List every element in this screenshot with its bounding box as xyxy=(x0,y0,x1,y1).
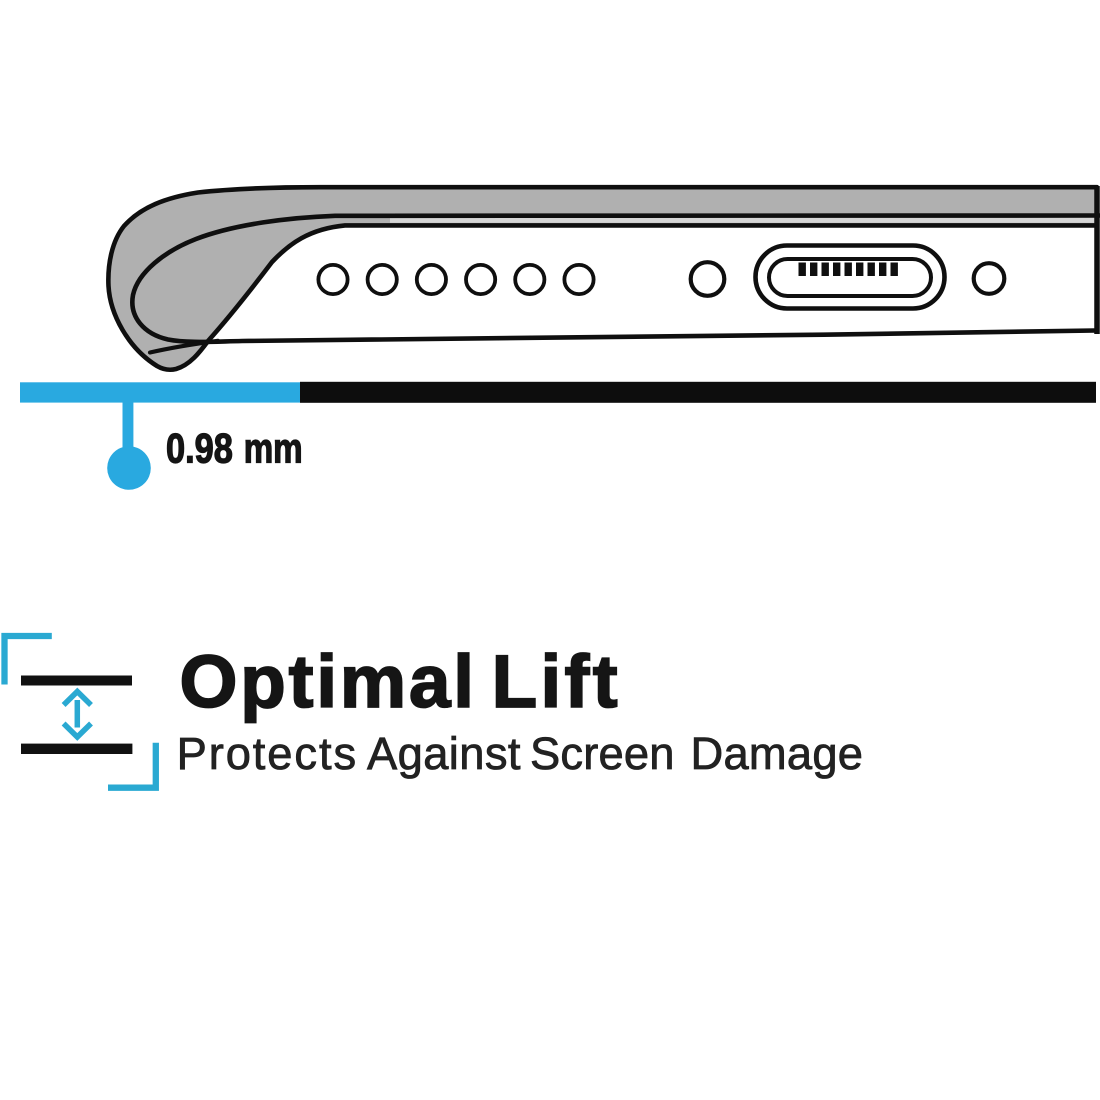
svg-text:Lift: Lift xyxy=(492,640,618,723)
svg-text:Screen: Screen xyxy=(530,728,675,779)
svg-text:Damage: Damage xyxy=(691,728,864,779)
svg-text:mm: mm xyxy=(244,426,303,473)
svg-text:Optimal: Optimal xyxy=(180,640,475,723)
svg-text:Protects: Protects xyxy=(177,728,357,779)
svg-text:Against: Against xyxy=(367,728,521,779)
svg-text:0.98: 0.98 xyxy=(166,425,233,472)
